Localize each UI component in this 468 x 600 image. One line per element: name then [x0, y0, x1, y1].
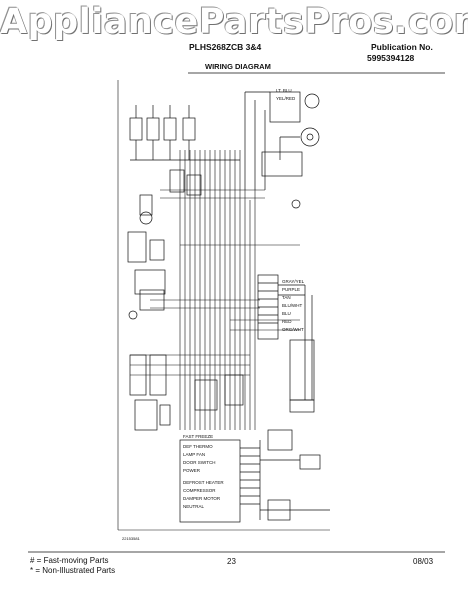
model-number: PLHS268ZCB 3&4 — [189, 42, 262, 52]
label-gray-yel: GRAY/YEL — [282, 279, 305, 284]
page-number: 23 — [227, 557, 236, 566]
legend-non-illustrated: * = Non-Illustrated Parts — [30, 566, 116, 575]
connector-blocks-left — [129, 354, 244, 431]
left-components — [127, 169, 202, 320]
evap-fan-assembly — [244, 91, 320, 209]
label-blu-wht: BLU/WHT — [282, 303, 303, 308]
wire-harness-main — [179, 150, 256, 430]
label-neutral: NEUTRAL — [183, 504, 205, 509]
label-tan: TAN — [282, 295, 291, 300]
label-red: RED — [282, 319, 292, 324]
watermark-logo: AppliancePartsPros.com — [0, 2, 468, 42]
label-fast-freeze: FAST FREEZE — [183, 434, 213, 439]
label-compressor: COMPRESSOR — [183, 488, 216, 493]
publication-date: 08/03 — [413, 557, 434, 566]
diagram-title: WIRING DIAGRAM — [205, 62, 271, 71]
side-code: 22153581 — [122, 536, 141, 541]
label-defrost-heater: DEFROST HEATER — [183, 480, 224, 485]
label-def-thermo: DEF THERMO — [183, 444, 213, 449]
label-blu: BLU — [282, 311, 291, 316]
legend-fast-moving: # = Fast-moving Parts — [30, 556, 109, 565]
control-board — [179, 429, 330, 523]
label-purple: PURPLE — [282, 287, 300, 292]
label-lamp-fan: LAMP FAN — [183, 452, 205, 457]
label-lt-blu: LT. BLU — [276, 88, 292, 93]
label-org-wht: ORG/WHT — [282, 327, 304, 332]
publication-number: 5995394128 — [367, 53, 415, 63]
label-power: POWER — [183, 468, 201, 473]
label-door-switch: DOOR SWITCH — [183, 460, 216, 465]
publication-label: Publication No. — [371, 42, 433, 52]
label-damper-motor: DAMPER MOTOR — [183, 496, 221, 501]
right-connector — [257, 274, 315, 413]
label-yel-red: YEL/RED — [276, 96, 296, 101]
